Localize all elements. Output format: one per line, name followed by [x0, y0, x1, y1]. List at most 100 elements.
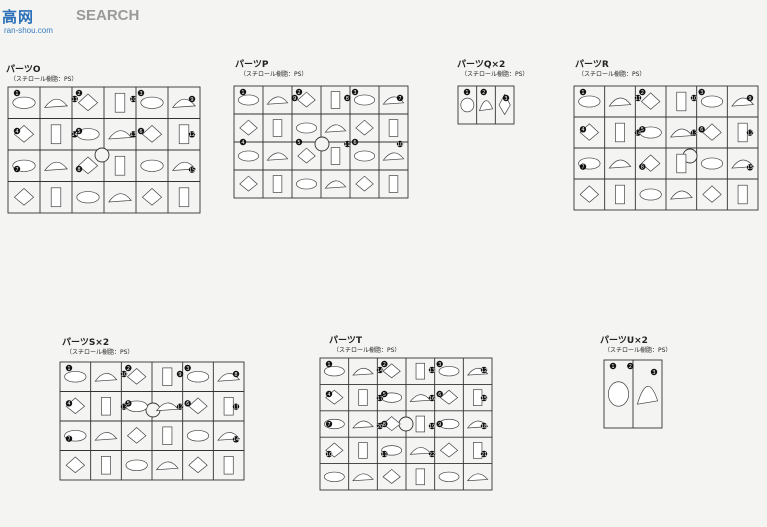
- part-piece: [12, 96, 36, 109]
- part-piece: [608, 159, 632, 169]
- part-number-badge: [120, 370, 128, 378]
- part-piece: [126, 368, 147, 385]
- part-piece: [358, 442, 368, 459]
- part-s-title: パーツS×2: [62, 338, 110, 348]
- part-number-label: 7: [398, 96, 401, 102]
- part-number-badge: [188, 131, 196, 138]
- part-piece: [409, 394, 432, 402]
- part-number-badge: [71, 131, 78, 138]
- part-o-subtitle: （スチロール樹脂：PS）: [10, 76, 78, 83]
- part-piece: [608, 97, 632, 107]
- part-piece: [108, 130, 132, 140]
- part-number-badge: [176, 370, 184, 378]
- part-number-label: 21: [481, 452, 487, 458]
- part-q-subtitle: （スチロール樹脂：PS）: [461, 71, 529, 78]
- part-piece: [382, 416, 401, 432]
- part-number-label: 19: [429, 424, 435, 430]
- part-piece: [615, 122, 625, 143]
- part-piece: [141, 124, 163, 143]
- sprue-hub: [398, 416, 414, 432]
- part-number-badge: [344, 94, 351, 102]
- part-piece: [352, 367, 374, 376]
- part-shapes: [238, 91, 405, 193]
- part-number-badge: [396, 94, 404, 102]
- part-number-label: 2: [629, 364, 632, 370]
- part-number-label: 13: [691, 130, 697, 136]
- part-number-badge: [295, 138, 303, 146]
- part-u-subtitle: （スチロール樹脂：PS）: [604, 347, 672, 354]
- part-s-subtitle: （スチロール樹脂：PS）: [66, 349, 134, 356]
- part-number-label: 11: [344, 142, 350, 148]
- part-number-label: 5: [297, 140, 300, 146]
- part-number-label: 10: [397, 142, 403, 148]
- part-number-badge: [239, 138, 247, 146]
- part-number-badge: [184, 400, 191, 407]
- part-piece: [439, 442, 459, 458]
- part-piece: [466, 473, 489, 482]
- part-piece: [579, 185, 600, 203]
- part-number-label: 1: [241, 90, 244, 96]
- watermark-search-text: SEARCH: [76, 7, 140, 24]
- part-number-badge: [75, 165, 83, 173]
- part-number-label: 13: [130, 132, 136, 138]
- part-piece: [186, 430, 210, 442]
- runner-frame: [573, 85, 759, 211]
- part-number-badge: [627, 362, 634, 370]
- part-number-badge: [634, 94, 642, 102]
- part-number-badge: [125, 400, 132, 407]
- part-piece: [155, 461, 179, 471]
- part-piece: [323, 471, 345, 482]
- part-o-title: パーツO: [6, 65, 41, 75]
- part-number-label: 6: [438, 392, 441, 398]
- part-number-label: 11: [635, 96, 641, 102]
- part-piece: [352, 473, 374, 482]
- part-number-label: 3: [186, 366, 189, 372]
- part-number-label: 9: [748, 96, 751, 102]
- runner-frame: [457, 85, 515, 125]
- part-number-badge: [579, 88, 587, 96]
- part-number-badge: [639, 88, 646, 96]
- part-piece: [330, 91, 341, 109]
- part-number-badge: [463, 88, 471, 96]
- part-piece: [439, 389, 459, 405]
- part-piece: [700, 157, 724, 170]
- part-piece: [473, 442, 483, 459]
- part-number-badge: [436, 420, 443, 428]
- part-number-badge: [746, 164, 754, 171]
- part-piece: [223, 456, 234, 475]
- part-number-badge: [130, 95, 137, 103]
- part-number-badge: [188, 95, 196, 103]
- part-number-label: 4: [581, 127, 584, 133]
- part-number-badge: [232, 436, 240, 443]
- part-number-badge: [381, 390, 388, 398]
- part-number-badge: [184, 364, 191, 372]
- part-number-badge: [480, 450, 488, 458]
- part-number-label: 9: [293, 96, 296, 102]
- part-number-label: 5: [77, 129, 80, 135]
- part-piece: [272, 119, 283, 137]
- part-piece: [388, 119, 399, 137]
- part-number-label: 10: [326, 452, 332, 458]
- part-number-label: 7: [15, 167, 18, 173]
- part-piece: [162, 367, 173, 386]
- part-number-badge: [436, 360, 443, 368]
- part-shapes: [608, 381, 659, 407]
- part-piece: [669, 128, 693, 138]
- part-number-badge: [125, 364, 132, 372]
- runner-frame: [233, 85, 409, 199]
- part-number-label: 12: [189, 132, 195, 138]
- part-shapes: [578, 91, 755, 205]
- part-number-badge: [65, 435, 73, 442]
- part-number-label: 3: [438, 362, 441, 368]
- part-piece: [438, 471, 460, 482]
- part-piece: [636, 386, 659, 405]
- part-piece: [13, 187, 35, 206]
- part-piece: [266, 96, 289, 105]
- part-piece: [353, 94, 375, 106]
- part-piece: [114, 155, 126, 176]
- part-number-label: 3: [139, 91, 142, 97]
